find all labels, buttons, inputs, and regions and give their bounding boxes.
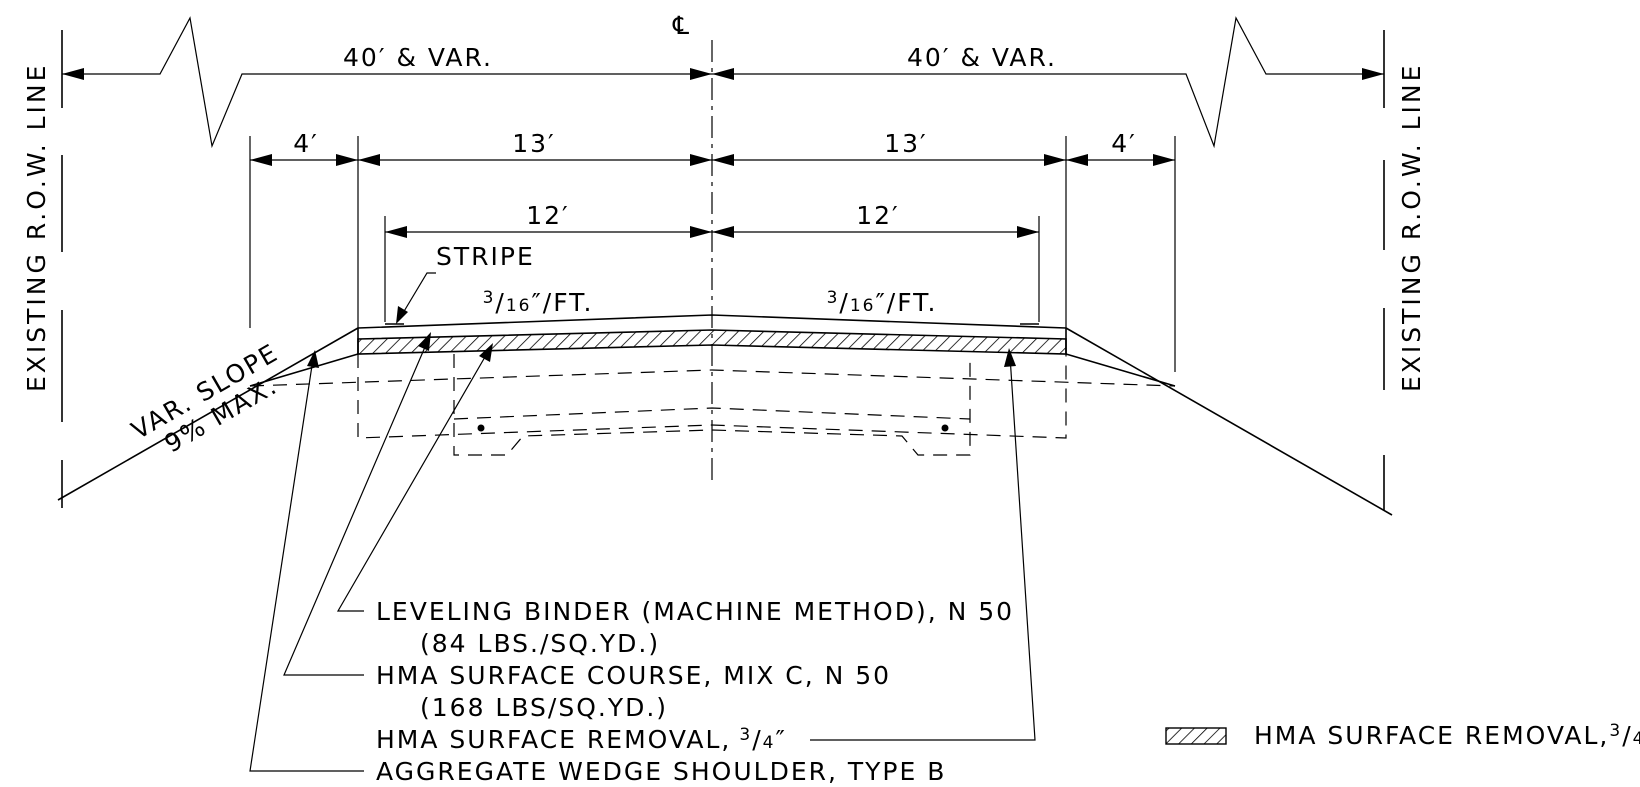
side-slopes <box>57 327 1393 516</box>
callout-hma-surface-removal: HMA SURFACE REMOVAL,3/4″ <box>376 725 787 754</box>
existing-section <box>249 354 1176 456</box>
row-dimension: 40′ & VAR. 40′ & VAR. <box>62 16 1384 149</box>
slope-unit-left: ″/FT. <box>531 288 593 317</box>
lane-dimension: 12′ 12′ <box>384 201 1040 322</box>
callout-removal-num: 3 <box>739 725 752 745</box>
stripe-label: STRIPE <box>436 242 535 271</box>
slope-num-right: 3 <box>827 288 840 308</box>
callout-leaders <box>249 332 1036 772</box>
dim-left-lane: 12′ <box>526 201 570 230</box>
legend-label-text: HMA SURFACE REMOVAL, <box>1254 721 1609 750</box>
callout-leveling-binder: LEVELING BINDER (MACHINE METHOD), N 50 <box>376 597 1014 626</box>
callout-hma-surface-course: HMA SURFACE COURSE, MIX C, N 50 <box>376 661 891 690</box>
legend-num: 3 <box>1609 721 1622 741</box>
legend: HMA SURFACE REMOVAL,3/4″ <box>1165 721 1640 750</box>
slope-den-right: 16 <box>850 296 876 316</box>
dim-left-half: 13′ <box>512 129 556 158</box>
callout-removal-den: 4 <box>763 733 776 753</box>
centerline: ℄ <box>672 11 713 485</box>
row-label-right: EXISTING R.O.W. LINE <box>1397 63 1426 392</box>
cross-slope-left-unit: 3/16″/FT. <box>483 288 594 317</box>
callout-leveling-binder-rate: (84 LBS./SQ.YD.) <box>420 629 660 658</box>
slope-den-left: 16 <box>506 296 532 316</box>
legend-label: HMA SURFACE REMOVAL,3/4″ <box>1254 721 1640 750</box>
legend-den: 4 <box>1633 729 1640 749</box>
dim-right-shoulder: 4′ <box>1111 129 1137 158</box>
dim-right-lane: 12′ <box>856 201 900 230</box>
row-label-left: EXISTING R.O.W. LINE <box>22 63 51 392</box>
callout-removal-unit: ″ <box>775 725 786 754</box>
side-slope-label: VAR. SLOPE 9% MAX. <box>127 338 284 459</box>
stripe-callout: STRIPE <box>396 242 535 324</box>
cross-slope-right-unit: 3/16″/FT. <box>827 288 938 317</box>
row-line-right: EXISTING R.O.W. LINE <box>1383 30 1426 510</box>
cross-slope-left: 3/16″/FT. <box>483 288 594 317</box>
callout-hma-surface-course-rate: (168 LBS/SQ.YD.) <box>420 693 668 722</box>
centerline-symbol: ℄ <box>672 11 691 40</box>
slope-unit-right: ″/FT. <box>875 288 937 317</box>
slope-num-left: 3 <box>483 288 496 308</box>
dim-right-half: 13′ <box>884 129 928 158</box>
dim-right-row: 40′ & VAR. <box>907 43 1057 72</box>
row-line-left: EXISTING R.O.W. LINE <box>22 30 63 508</box>
dim-left-row: 40′ & VAR. <box>343 43 493 72</box>
callout-texts: LEVELING BINDER (MACHINE METHOD), N 50 (… <box>376 597 1014 786</box>
callout-hma-surface-removal-text: HMA SURFACE REMOVAL, <box>376 725 731 754</box>
dim-left-shoulder: 4′ <box>293 129 319 158</box>
cross-slope-right: 3/16″/FT. <box>827 288 938 317</box>
callout-aggregate-wedge-shoulder: AGGREGATE WEDGE SHOULDER, TYPE B <box>376 757 946 786</box>
legend-hatch-swatch <box>1165 727 1227 745</box>
half-width-dimension: 4′ 13′ 13′ 4′ <box>249 129 1176 372</box>
